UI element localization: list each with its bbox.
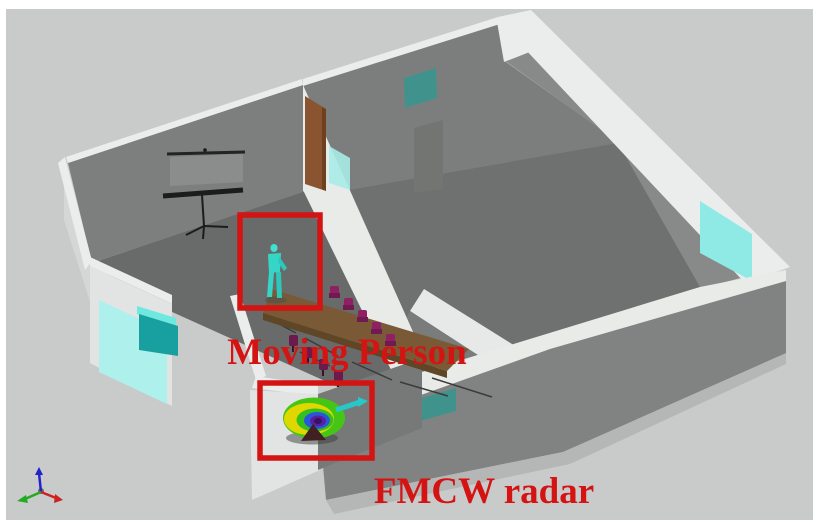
tripod-leg-right — [203, 225, 229, 228]
tripod-projection-screen — [162, 187, 244, 240]
chairs-back-row — [329, 286, 396, 346]
z-axis-arrowhead — [35, 467, 43, 475]
annotations: Moving Person FMCW radar — [227, 212, 594, 512]
back-wall-top-band — [303, 17, 500, 86]
x-axis-icon — [40, 490, 57, 500]
right-wall-top-band — [524, 10, 790, 283]
back-wall-teal-panel — [404, 68, 437, 108]
person-torso — [268, 253, 281, 273]
coordinate-axes-triad — [17, 467, 63, 503]
fmcw-radar-highlight-box — [257, 380, 375, 461]
y-axis-arrowhead — [17, 495, 28, 503]
x-axis-arrowhead — [54, 494, 63, 503]
window-wall-top-band — [90, 257, 172, 304]
moving-person-label: Moving Person — [227, 332, 467, 373]
person-arm — [278, 256, 287, 271]
radar-notch — [301, 424, 326, 441]
back-wall-opening — [414, 120, 443, 193]
tv-panel — [137, 306, 178, 356]
person-shadow — [265, 296, 287, 304]
tripod-leg-center — [202, 225, 205, 240]
moving-person-figure — [265, 244, 287, 304]
person-head — [270, 244, 278, 252]
person-leg-left — [267, 272, 274, 297]
right-wall-window — [700, 201, 752, 281]
wall-screen-hook — [203, 148, 207, 152]
conference-table-edge — [263, 313, 447, 378]
tripod-screen-bar — [162, 187, 244, 199]
front-wall-end-edge — [230, 294, 266, 380]
wall-projection-screen — [166, 148, 246, 186]
meeting-back-top-band — [66, 79, 303, 163]
floor-slab-edge — [326, 353, 786, 514]
wall-screen-bar — [166, 150, 246, 156]
left-wall-top-band — [58, 157, 92, 270]
fmcw-radar-label: FMCW radar — [374, 471, 594, 512]
radar-core-dark — [314, 418, 322, 424]
tv-panel-front — [139, 314, 178, 356]
tripod-leg-left — [185, 225, 205, 236]
tv-panel-top — [137, 306, 176, 326]
radar-direction-arrow — [335, 399, 361, 413]
front-wall-outer-face — [320, 281, 786, 500]
y-axis-icon — [24, 490, 42, 501]
z-axis-icon — [37, 472, 43, 493]
radar-arrow-head — [358, 397, 368, 407]
large-room-back-wall — [303, 22, 620, 196]
tripod-pole — [201, 194, 205, 227]
dividing-wall-picture — [329, 146, 350, 190]
door — [305, 96, 326, 191]
wall-screen-canvas — [170, 154, 243, 186]
large-room — [303, 10, 790, 514]
radar-antenna-pattern — [283, 397, 368, 445]
door-edge — [322, 107, 326, 191]
moving-person-highlight-box — [237, 212, 323, 311]
person-leg-right — [276, 272, 282, 298]
